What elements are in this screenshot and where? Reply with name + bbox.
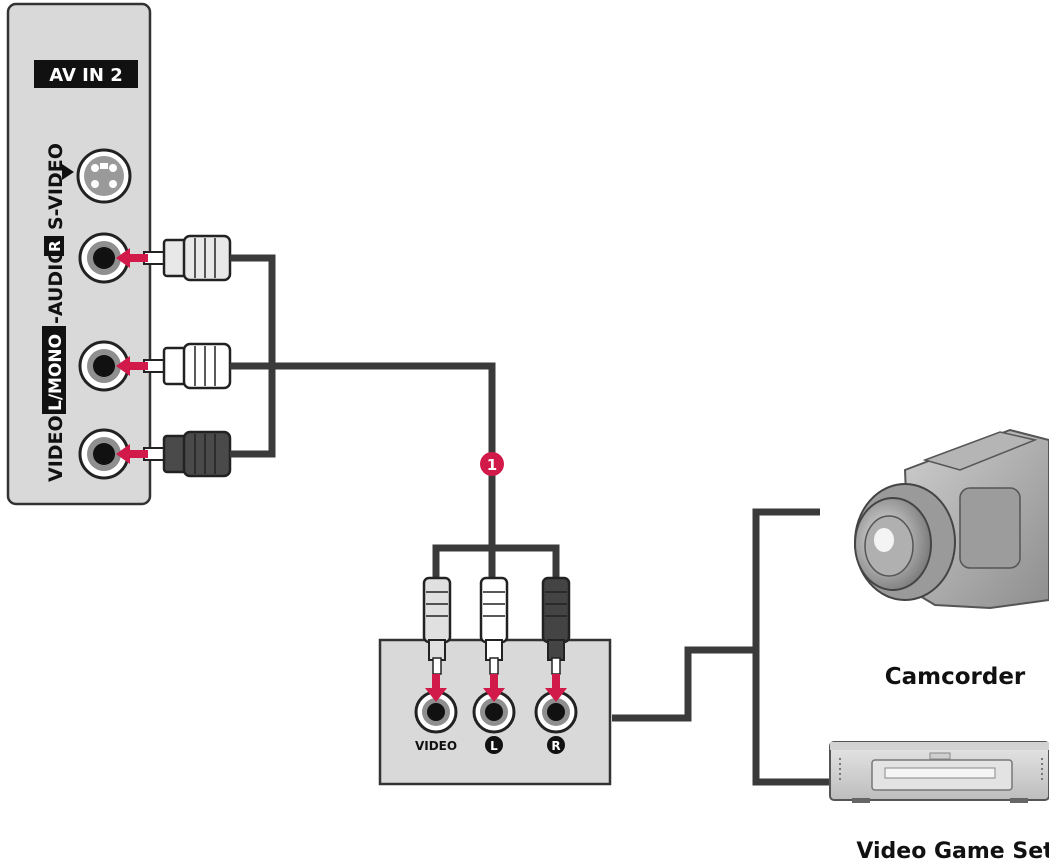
svideo-label: S-VIDEO	[45, 143, 67, 230]
red-down-arrow-icon	[425, 674, 567, 702]
source-plug-video	[422, 576, 452, 675]
tv-jack-audio-r	[78, 232, 130, 284]
game-set-label: Video Game Set	[856, 839, 1049, 864]
svideo-pointer-icon	[62, 164, 74, 180]
tv-input-panel: AV IN 2 S-VIDEO VIDEO L/MONO -AUDIO- R	[6, 2, 152, 506]
step-marker: 1	[480, 452, 504, 476]
source-jack-l	[472, 690, 516, 734]
camcorder-label: Camcorder	[885, 664, 1026, 690]
plug-audio-l	[143, 342, 232, 390]
camcorder-icon	[854, 428, 1049, 610]
video-game-console-icon	[829, 741, 1049, 803]
source-r-badge	[547, 736, 565, 754]
lmono-label-box	[42, 326, 66, 414]
cable-bundle	[230, 254, 830, 786]
source-l-label: L	[490, 739, 498, 753]
tv-jack-audio-l	[78, 340, 130, 392]
video-label: VIDEO	[45, 415, 67, 482]
r-label: R	[46, 240, 64, 252]
audio-label: -AUDIO-	[45, 239, 67, 324]
tv-side-plugs	[143, 234, 232, 478]
step-marker-number: 1	[487, 456, 497, 474]
source-r-label: R	[551, 739, 560, 753]
source-plugs	[422, 576, 571, 675]
svideo-jack-icon	[76, 148, 132, 204]
source-jack-video	[414, 690, 458, 734]
plug-video	[143, 430, 232, 478]
plug-audio-r	[143, 234, 232, 282]
r-label-box	[44, 236, 64, 256]
red-arrow-icon	[116, 248, 148, 464]
source-plug-r	[541, 576, 571, 675]
source-plug-l	[479, 576, 509, 675]
tv-jack-video	[78, 428, 130, 480]
av-in-header: AV IN 2	[49, 65, 122, 86]
source-l-badge	[485, 736, 503, 754]
av-in-header-box	[34, 60, 138, 88]
source-video-label: VIDEO	[415, 739, 457, 753]
lmono-label: L/MONO	[46, 334, 66, 411]
